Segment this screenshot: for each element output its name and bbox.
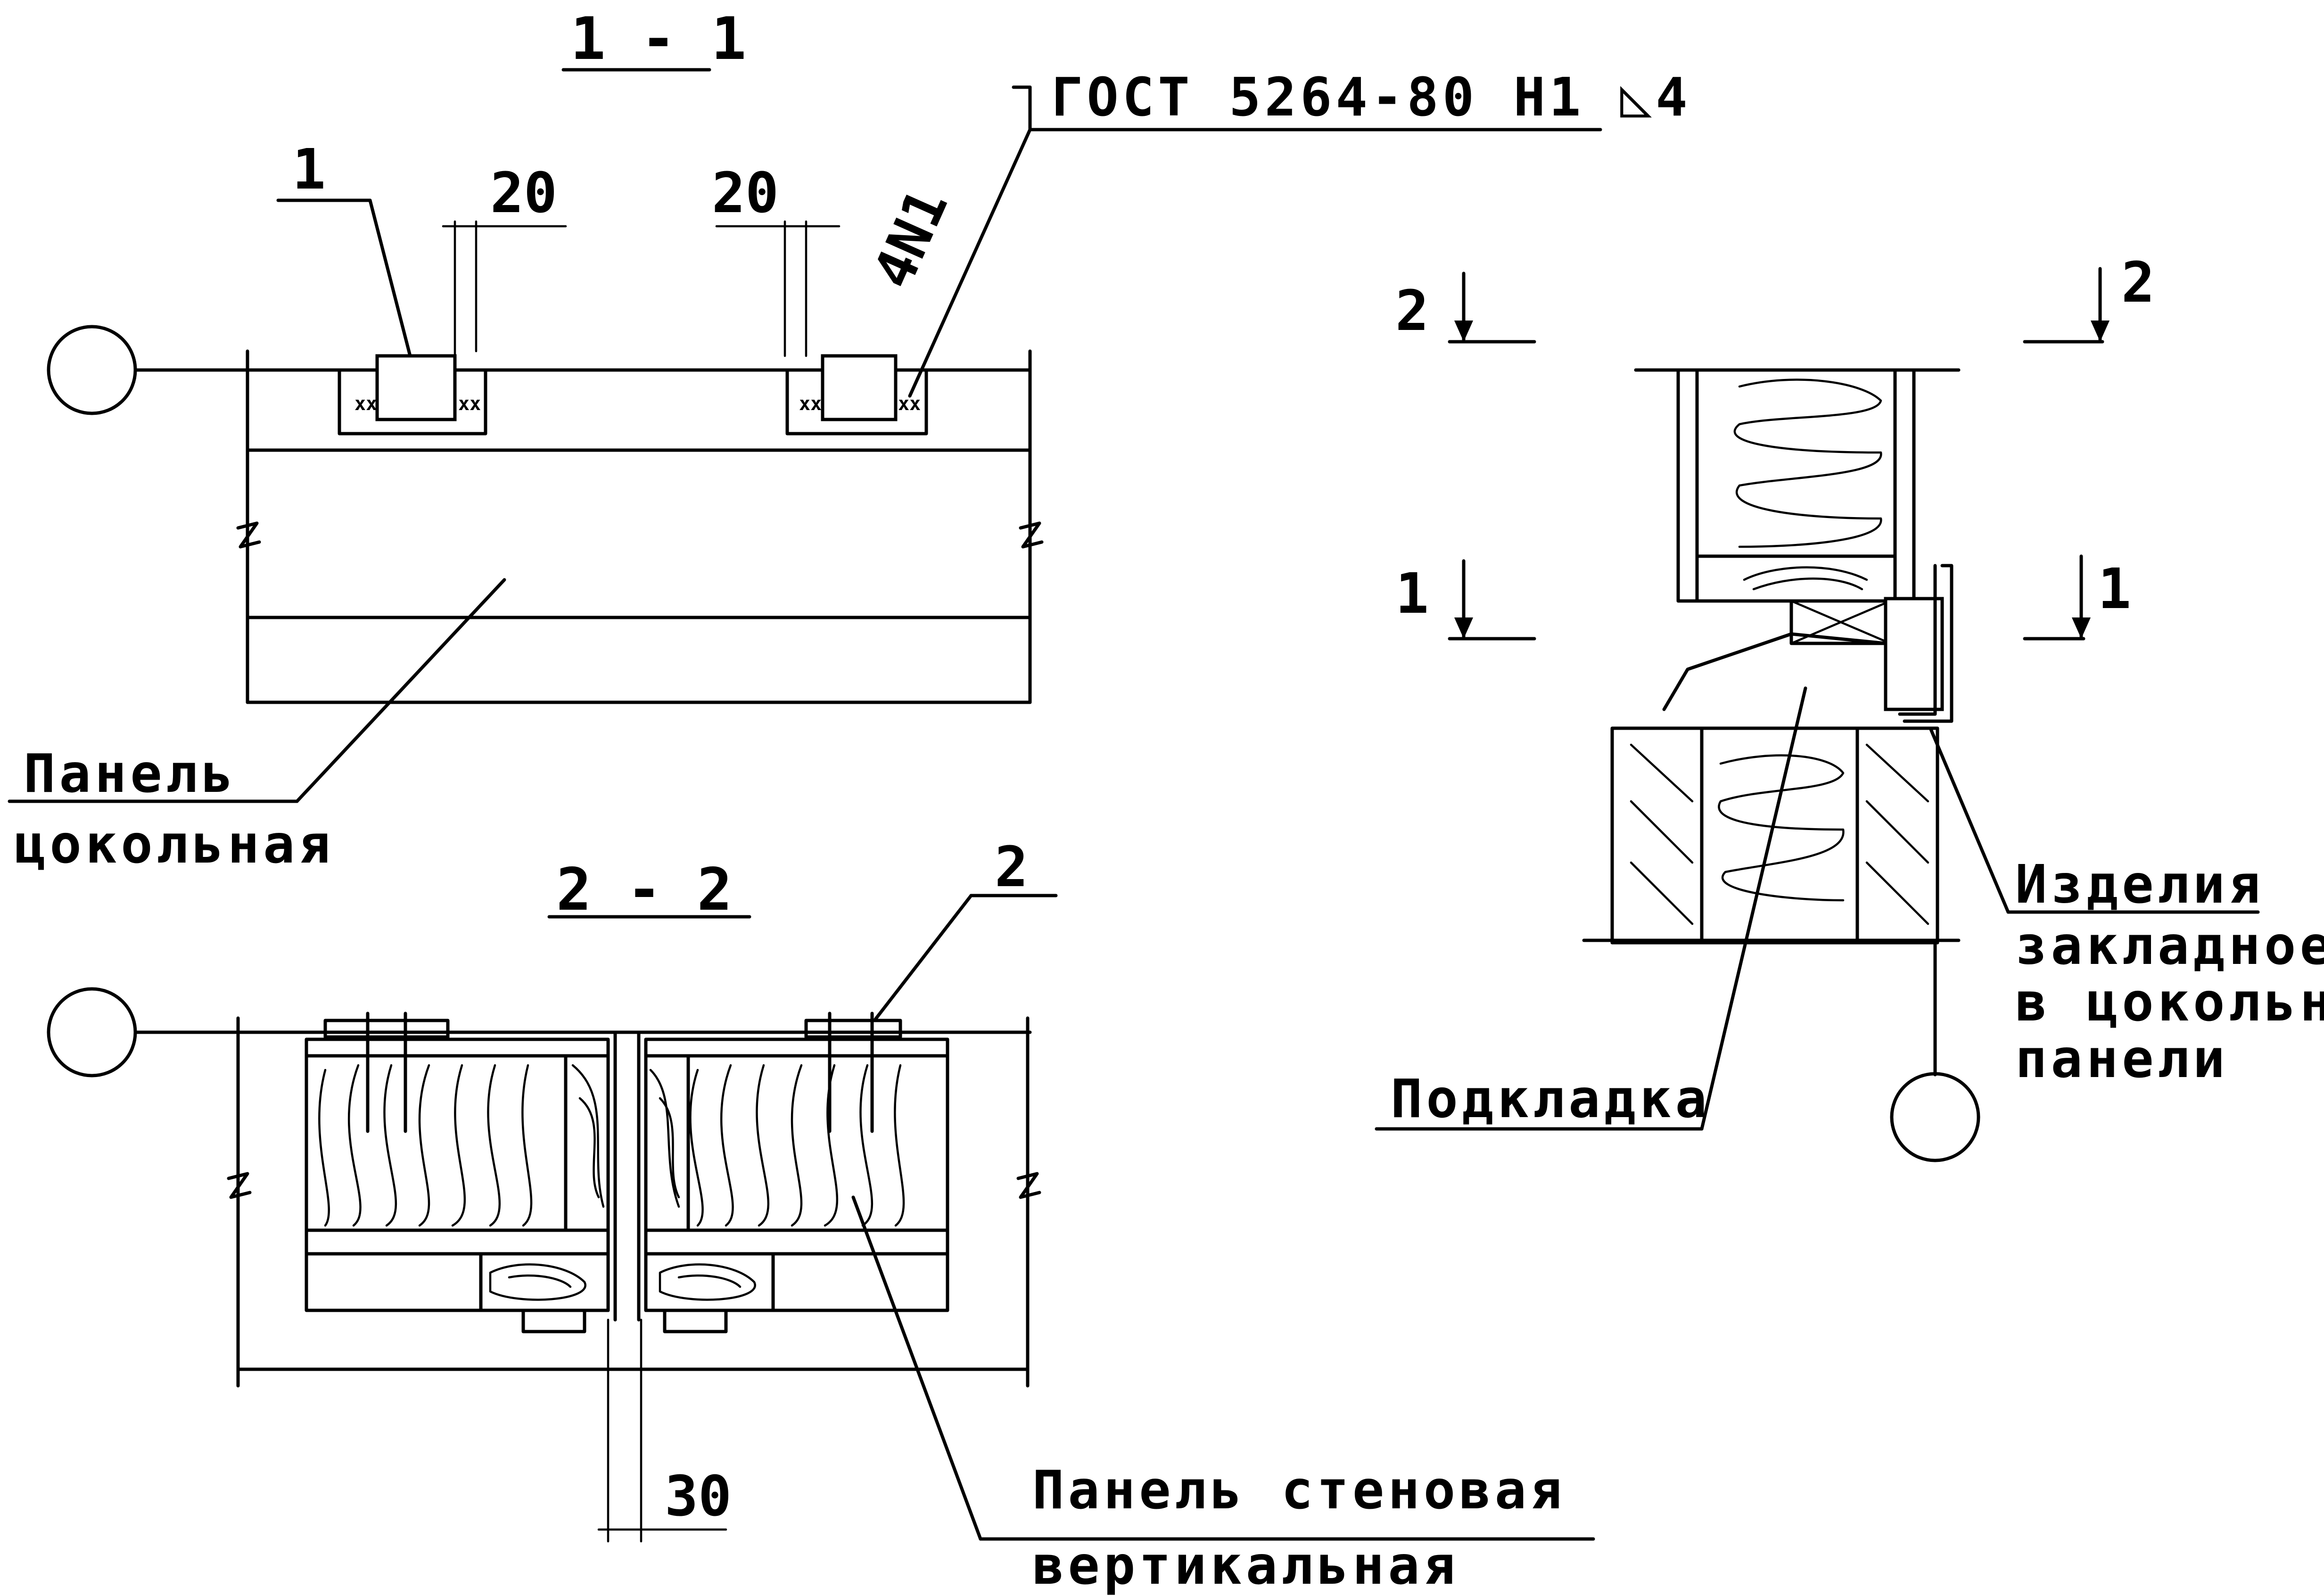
cut-1-right: 1 xyxy=(2098,556,2131,621)
embed-pocket-right xyxy=(785,368,928,436)
embed-anchor xyxy=(1903,564,1953,723)
embed-pocket-left xyxy=(338,368,487,436)
plinth-panel-leader xyxy=(295,578,506,803)
embed-label-1: Изделия xyxy=(2015,854,2264,915)
upper-timber-grain xyxy=(1743,566,1868,591)
break-right-2 xyxy=(1016,1172,1041,1199)
shim-left xyxy=(521,1308,586,1333)
embed-label-3: в цокольной xyxy=(2015,972,2324,1033)
weld-leader xyxy=(908,128,1032,398)
dim-20-left: 20 xyxy=(490,160,557,225)
plate-right xyxy=(804,1019,902,1039)
embed-plate xyxy=(1884,597,1944,711)
cut-2-right: 2 xyxy=(2121,250,2155,315)
wall-panel-left xyxy=(305,1037,610,1312)
shim-label-leader xyxy=(1700,686,1807,1131)
timber-end-left xyxy=(489,1263,586,1301)
shim-right xyxy=(663,1308,728,1333)
break-left xyxy=(236,521,261,549)
break-right xyxy=(1019,521,1044,549)
cut-2-left: 2 xyxy=(1395,278,1429,343)
embed-anchor-inner xyxy=(1898,564,1937,716)
axis-bubble-2 xyxy=(47,987,137,1078)
cut-2-left-arrow xyxy=(1454,321,1473,342)
embed-label-leader xyxy=(1928,726,2010,914)
dim-30: 30 xyxy=(665,1464,732,1529)
dim-20-right: 20 xyxy=(712,160,779,225)
weld-marks-right: xx xyxy=(799,393,822,415)
plinth-insulation xyxy=(1718,754,1845,902)
timber-grain-right xyxy=(649,1069,680,1208)
axis-bubble-1 xyxy=(47,325,137,415)
timber-grain-left xyxy=(571,1064,605,1208)
timber-end-right xyxy=(659,1263,756,1301)
wall-panel-leader xyxy=(851,1195,982,1541)
timber-block-left xyxy=(479,1252,610,1312)
shim-label: Подкладка xyxy=(1391,1069,1711,1130)
break-left-2 xyxy=(227,1172,252,1199)
embed-plate-left xyxy=(375,354,457,421)
section-2-2: 2 - 2 30 xyxy=(47,834,1595,1596)
cut-1-left: 1 xyxy=(1395,561,1429,626)
plinth-panel-section xyxy=(1610,726,1939,945)
callout-item-1: 1 xyxy=(292,137,326,202)
plinth-panel-label-1: Панель xyxy=(24,743,237,805)
insulation-left xyxy=(318,1064,533,1227)
callout-1-leader xyxy=(368,198,412,358)
plinth-panel-label-2: цокольная xyxy=(14,814,334,875)
wedge-shim xyxy=(1662,632,1887,711)
plate-left xyxy=(323,1019,450,1039)
wall-panel-label-1: Панель стеновая xyxy=(1032,1460,1566,1521)
weld-spec: ГОСТ 5264-80 Н1 ◺4 xyxy=(1051,67,1691,128)
section-1-1: 1 - 1 xx xx xx xx 20 20 1 xyxy=(8,5,1691,875)
embed-label-4: панели xyxy=(2015,1028,2229,1090)
wall-panel-label-2: вертикальная xyxy=(1032,1535,1459,1596)
wall-panel-right xyxy=(644,1037,949,1312)
upper-insulation xyxy=(1733,378,1882,548)
callout-2-leader xyxy=(873,894,973,1022)
vertical-detail: 2 2 1 1 xyxy=(1375,250,2324,1162)
insulation-right xyxy=(689,1064,905,1227)
section-1-1-title: 1 - 1 xyxy=(570,5,746,73)
weld-marks-left-r: xx xyxy=(458,393,481,415)
weld-length: 4N1 xyxy=(860,180,961,298)
cut-2-right-arrow xyxy=(2091,321,2110,342)
section-2-2-title: 2 - 2 xyxy=(556,856,732,924)
axis-bubble-3 xyxy=(1890,1072,1980,1162)
cut-1-right-arrow xyxy=(2072,617,2091,639)
weld-marks-left: xx xyxy=(354,393,377,415)
concrete-hatch xyxy=(1630,743,1929,925)
embed-label-2: закладное, xyxy=(2015,915,2324,977)
callout-item-2: 2 xyxy=(995,834,1028,899)
cut-1-left-arrow xyxy=(1454,617,1473,639)
embed-plate-right xyxy=(821,354,898,421)
